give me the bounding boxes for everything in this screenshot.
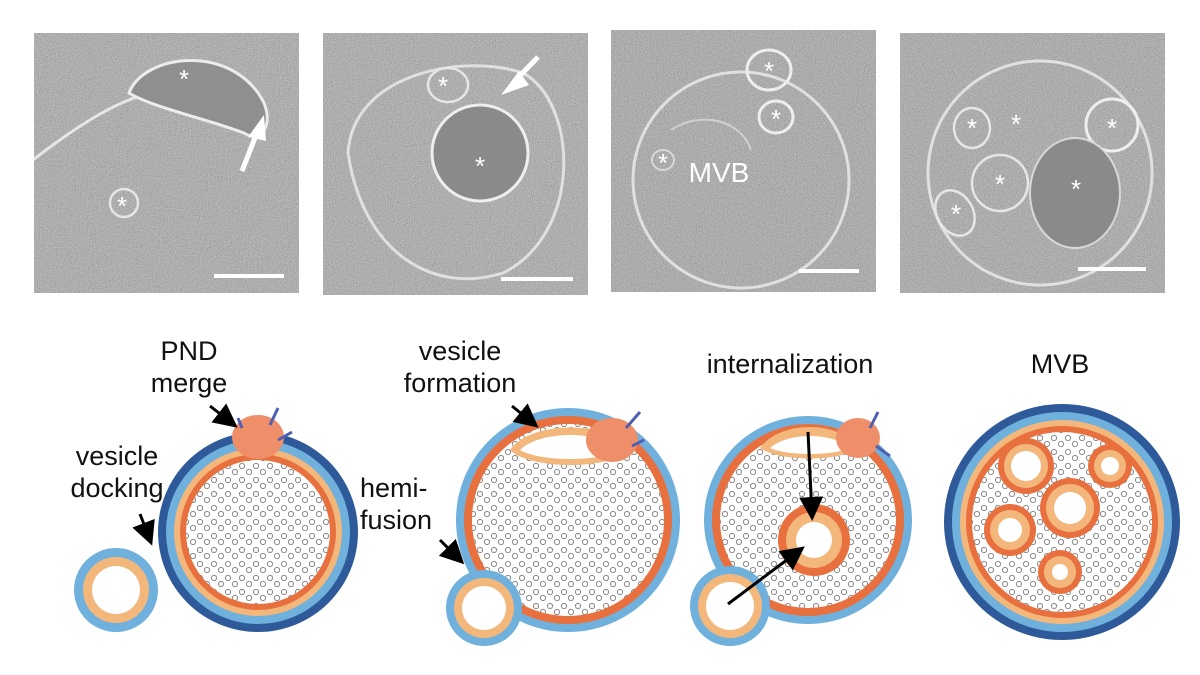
label-internalization: internalization xyxy=(706,349,874,379)
asterisk-marker: * xyxy=(438,71,448,101)
label-vesicle-formation: vesicle formation xyxy=(390,335,530,399)
asterisk-marker: * xyxy=(658,148,668,178)
label-vesicle-2: vesicle xyxy=(418,336,502,366)
label-vesicle-docking: vesicle docking xyxy=(52,440,182,504)
label-docking: docking xyxy=(70,473,164,503)
label-vesicle: vesicle xyxy=(75,441,159,471)
asterisk-marker: * xyxy=(1011,109,1021,139)
em-panel-1: * * xyxy=(34,33,299,293)
asterisk-marker: * xyxy=(1107,113,1117,143)
label-mvb: MVB xyxy=(1030,349,1090,379)
em-panel-4: * * * * * * xyxy=(900,33,1165,293)
asterisk-marker: * xyxy=(995,169,1005,199)
label-hemi: hemi- xyxy=(360,473,428,503)
label-hemi-fusion: hemi- fusion xyxy=(360,472,450,536)
label-fusion: fusion xyxy=(360,505,433,535)
asterisk-marker: * xyxy=(771,104,781,134)
stage-mvb-diagram xyxy=(944,404,1180,640)
asterisk-marker: * xyxy=(1071,174,1081,204)
label-pnd: PND xyxy=(160,336,218,366)
asterisk-marker: * xyxy=(951,199,961,229)
asterisk-marker: * xyxy=(967,113,977,143)
asterisk-marker: * xyxy=(117,191,127,221)
asterisk-marker: * xyxy=(475,151,485,181)
em-panel-3: * * * MVB xyxy=(611,30,876,292)
label-formation: formation xyxy=(403,368,517,398)
label-merge: merge xyxy=(150,368,228,398)
em-panel-2: * * xyxy=(323,33,588,295)
stage-internalization-diagram xyxy=(690,411,912,646)
stage-docking-diagram xyxy=(74,403,358,632)
asterisk-marker: * xyxy=(179,64,189,94)
asterisk-marker: * xyxy=(764,56,774,86)
label-pnd-merge: PND merge xyxy=(134,335,244,399)
mvb-label: MVB xyxy=(689,157,750,188)
stage-hemifusion-diagram xyxy=(438,403,680,646)
